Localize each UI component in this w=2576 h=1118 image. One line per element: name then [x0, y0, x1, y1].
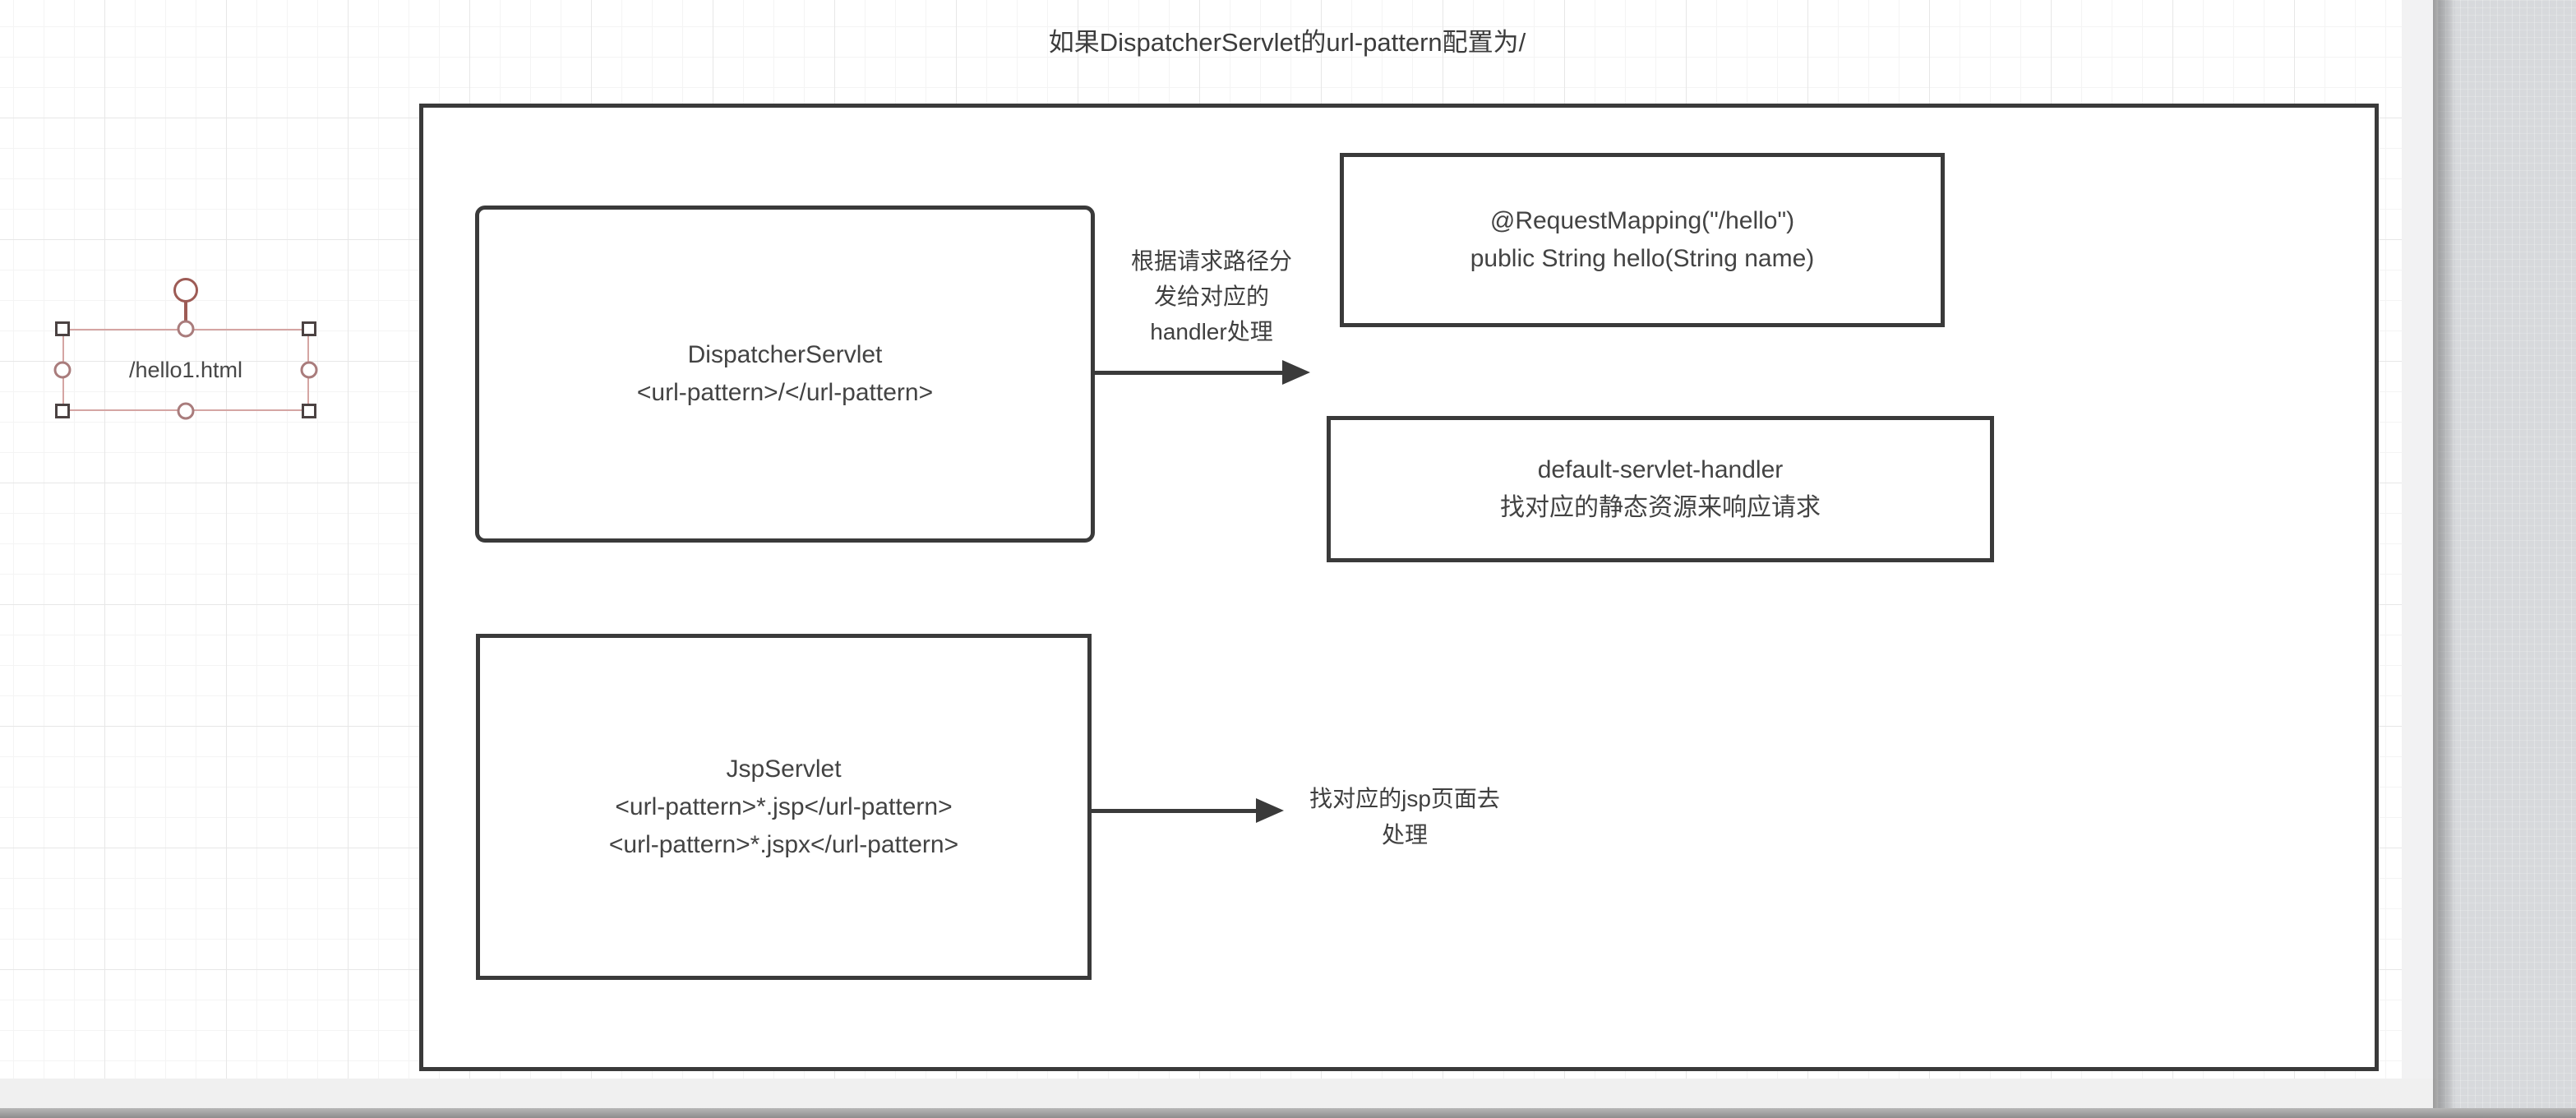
resize-handle-nw[interactable] [55, 321, 70, 336]
resize-handle-ne[interactable] [302, 321, 316, 336]
dispatch-arrow[interactable] [1093, 371, 1282, 375]
rotation-stem [184, 302, 187, 321]
request-mapping-line1: @RequestMapping("/hello") [1489, 207, 1795, 234]
dispatcher-servlet-line2: <url-pattern>/</url-pattern> [636, 379, 934, 406]
canvas-bottom-margin [0, 1079, 2438, 1111]
default-servlet-handler-line2: 找对应的静态资源来响应请求 [1500, 494, 1821, 521]
rotation-handle[interactable] [173, 278, 198, 303]
jsp-arrow-label-line1: 找对应的jsp页面去 [1309, 786, 1500, 811]
resize-handle-w[interactable] [53, 361, 72, 379]
resize-handle-se[interactable] [302, 404, 316, 418]
jsp-arrow[interactable] [1090, 809, 1256, 813]
dispatcher-servlet-box[interactable]: DispatcherServlet <url-pattern>/</url-pa… [475, 206, 1095, 543]
dispatch-arrow-label-line2: 发给对应的 [1153, 284, 1269, 309]
canvas-edge-shadow [2433, 0, 2456, 1118]
dispatch-arrow-label[interactable]: 根据请求路径分 发给对应的 handler处理 [1113, 243, 1310, 349]
dispatch-arrow-label-line1: 根据请求路径分 [1130, 248, 1292, 274]
selected-shape-label: /hello1.html [128, 357, 243, 382]
dispatch-arrow-label-line3: handler处理 [1150, 319, 1273, 344]
jsp-servlet-line2: <url-pattern>*.jsp</url-pattern> [615, 792, 953, 820]
resize-handle-n[interactable] [177, 320, 195, 338]
jsp-arrowhead [1256, 798, 1284, 823]
jsp-arrow-label-line2: 处理 [1381, 822, 1428, 848]
resize-handle-s[interactable] [177, 402, 195, 420]
default-servlet-handler-box[interactable]: default-servlet-handler 找对应的静态资源来响应请求 [1327, 416, 1994, 562]
jsp-arrow-label[interactable]: 找对应的jsp页面去 处理 [1286, 781, 1524, 853]
default-servlet-handler-line1: default-servlet-handler [1537, 456, 1784, 483]
jsp-servlet-line1: JspServlet [726, 755, 842, 783]
diagram-title-text[interactable]: 如果DispatcherServlet的url-pattern配置为/ [1048, 28, 1526, 57]
request-mapping-line2: public String hello(String name) [1470, 245, 1815, 272]
jsp-servlet-box[interactable]: JspServlet <url-pattern>*.jsp</url-patte… [476, 634, 1092, 980]
dispatcher-servlet-line1: DispatcherServlet [687, 341, 883, 368]
window-bottom-bar [0, 1108, 2576, 1118]
request-mapping-box[interactable]: @RequestMapping("/hello") public String … [1340, 153, 1945, 327]
jsp-servlet-line3: <url-pattern>*.jspx</url-pattern> [608, 830, 959, 858]
selected-shape-hello1[interactable]: /hello1.html [62, 329, 309, 411]
resize-handle-sw[interactable] [55, 404, 70, 418]
outside-canvas-background [2438, 0, 2576, 1118]
dispatch-arrowhead [1282, 360, 1310, 385]
resize-handle-e[interactable] [300, 361, 318, 379]
